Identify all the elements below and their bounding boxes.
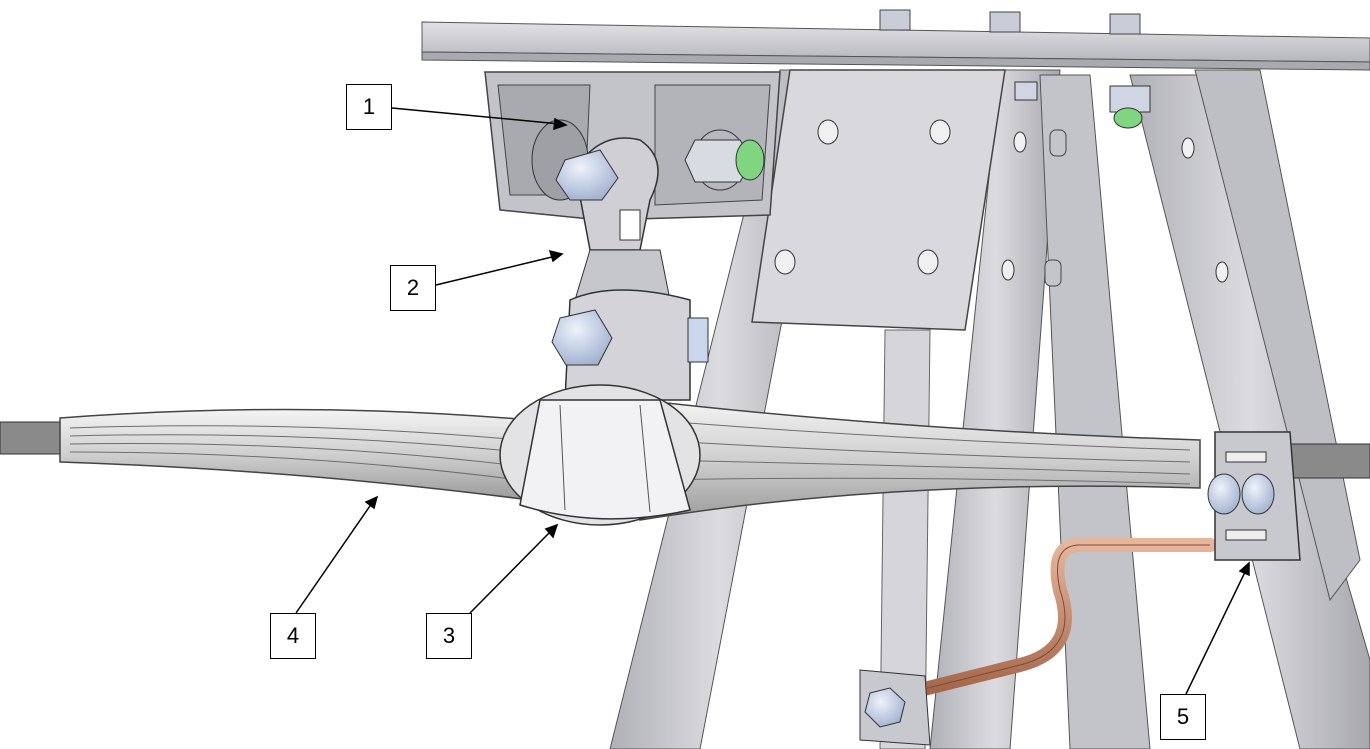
callout-4: 4 bbox=[270, 613, 316, 659]
callout-1: 1 bbox=[346, 84, 392, 130]
suspension-clamp bbox=[499, 384, 701, 526]
link-plates bbox=[551, 137, 709, 401]
top-plate bbox=[421, 9, 1370, 71]
gusset-plate bbox=[751, 69, 1229, 331]
callout-3: 3 bbox=[426, 613, 472, 659]
conductor-cable bbox=[0, 399, 1370, 521]
callout-2: 2 bbox=[390, 265, 436, 311]
grounding-assembly bbox=[859, 431, 1301, 746]
leader-lines bbox=[295, 107, 1250, 695]
callout-5: 5 bbox=[1160, 694, 1206, 740]
